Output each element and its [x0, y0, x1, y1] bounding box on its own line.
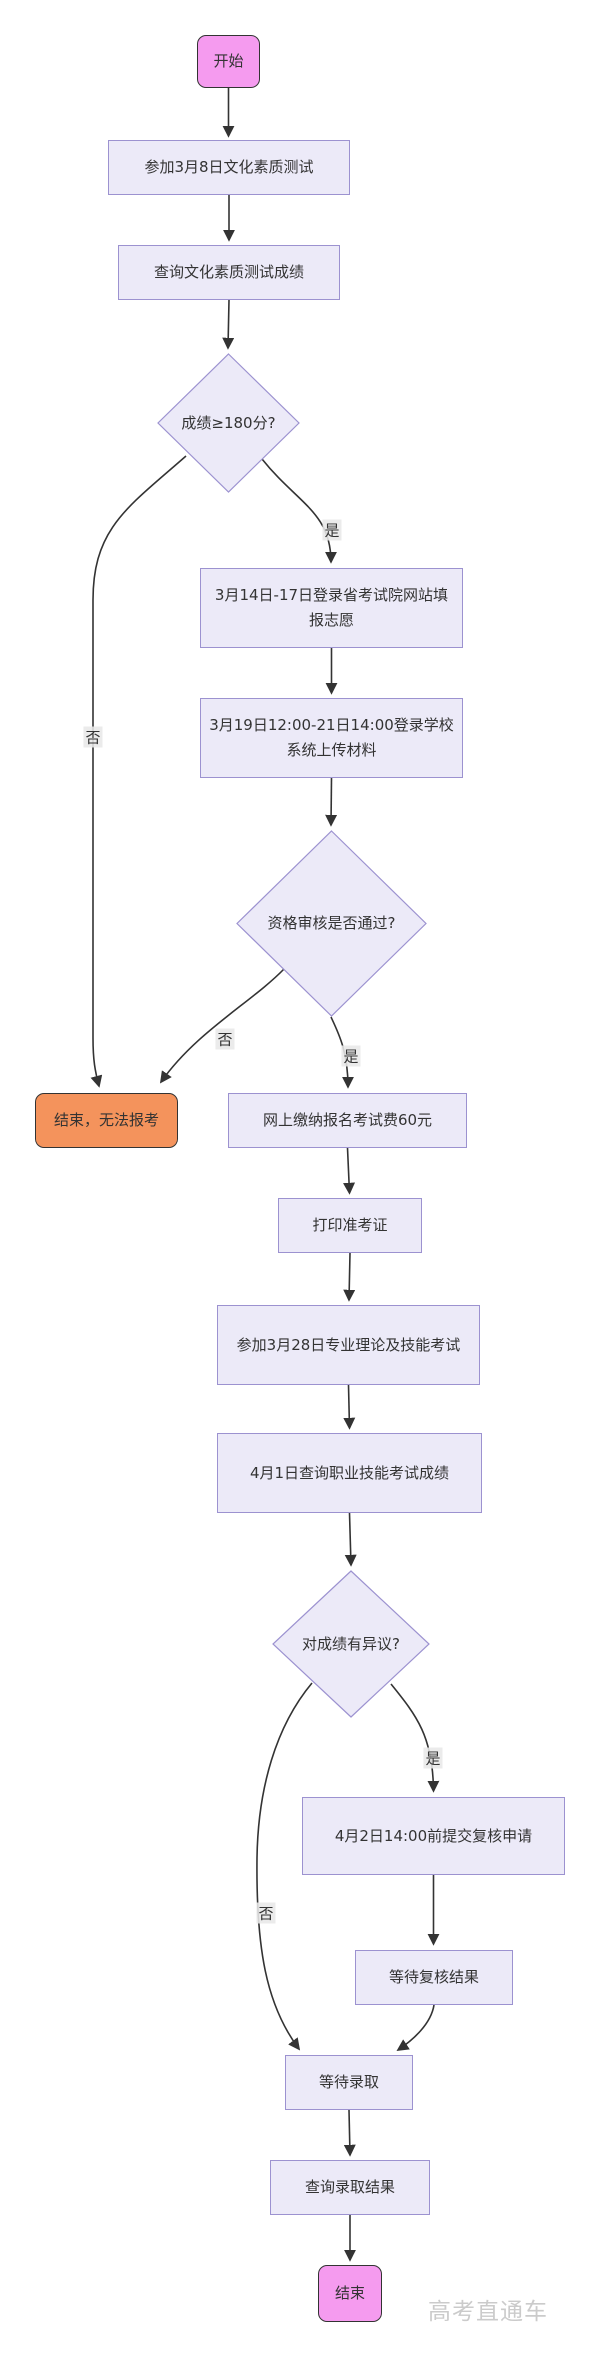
step-query-admission-label: 查询录取结果	[304, 2178, 395, 2196]
step-wait-admission-label: 等待录取	[318, 2073, 379, 2091]
step-submit-review-label: 4月2日14:00前提交复核申请	[334, 1826, 533, 1845]
diamond-shape	[272, 1570, 430, 1718]
step-skill-exam: 参加3月28日专业理论及技能考试	[217, 1305, 480, 1385]
step-query-skill-score: 4月1日查询职业技能考试成绩	[217, 1433, 482, 1513]
edge-dispute-yes	[390, 1683, 440, 1793]
step-upload-material-label: 3月19日12:00-21日14:00登录学校系统上传材料	[209, 716, 454, 759]
step-submit-review: 4月2日14:00前提交复核申请	[302, 1797, 565, 1875]
decision-audit-pass-label: 资格审核是否通过?	[267, 914, 396, 932]
edge-dispute-no	[256, 1682, 313, 2051]
edge-print-exam	[343, 1252, 356, 1302]
edge-exam-queryskill	[343, 1384, 356, 1430]
edge-label-yes-3: 是	[423, 1747, 443, 1769]
edge-score-no	[90, 455, 187, 1088]
decision-audit-pass: 资格审核是否通过?	[236, 830, 427, 1017]
edge-audit-yes	[330, 1016, 354, 1089]
step-query-skill-score-label: 4月1日查询职业技能考试成绩	[249, 1463, 450, 1482]
step-skill-exam-label: 参加3月28日专业理论及技能考试	[236, 1335, 461, 1354]
edge-pay-print	[343, 1147, 356, 1195]
fail-end-label: 结束，无法报考	[53, 1111, 159, 1129]
edge-score-yes	[261, 458, 337, 564]
edge-label-yes-1: 是	[322, 519, 342, 541]
diamond-shape	[157, 353, 300, 493]
step-query-culture-score: 查询文化素质测试成绩	[118, 245, 340, 300]
step-print-ticket-label: 打印准考证	[312, 1216, 388, 1234]
edge-admission-queryresult	[343, 2109, 356, 2157]
edge-label-no-1: 否	[83, 726, 103, 748]
edge-label-no-2: 否	[215, 1028, 235, 1050]
step-fill-volunteer-label: 3月14日-17日登录省考试院网站填报志愿	[214, 586, 449, 629]
decision-score-threshold-label: 成绩≥180分?	[181, 413, 276, 432]
start-node: 开始	[197, 35, 260, 88]
step-query-culture-score-label: 查询文化素质测试成绩	[153, 263, 304, 281]
step-query-admission: 查询录取结果	[270, 2160, 430, 2215]
decision-score-dispute-label: 对成绩有异议?	[302, 1634, 400, 1653]
decision-score-dispute: 对成绩有异议?	[272, 1570, 430, 1718]
step-wait-review: 等待复核结果	[355, 1950, 513, 2005]
step-culture-test-label: 参加3月8日文化素质测试	[144, 158, 314, 176]
decision-score-threshold: 成绩≥180分?	[157, 353, 300, 493]
edge-waitreview-admission	[396, 2004, 435, 2051]
fail-end-node: 结束，无法报考	[35, 1093, 178, 1148]
diamond-shape	[236, 830, 427, 1017]
edge-label-yes-2: 是	[341, 1045, 361, 1067]
step-pay-fee-label: 网上缴纳报名考试费60元	[262, 1111, 433, 1129]
step-upload-material: 3月19日12:00-21日14:00登录学校系统上传材料	[200, 698, 463, 778]
end-node: 结束	[318, 2265, 382, 2322]
edge-queryskill-dispute	[344, 1512, 357, 1567]
start-label: 开始	[213, 52, 244, 70]
step-wait-admission: 等待录取	[285, 2055, 413, 2110]
step-print-ticket: 打印准考证	[278, 1198, 422, 1253]
step-fill-volunteer: 3月14日-17日登录省考试院网站填报志愿	[200, 568, 463, 648]
watermark-text: 高考直通车	[428, 2299, 548, 2325]
edge-query-scorecheck	[222, 299, 235, 350]
edge-upload-audit	[325, 777, 338, 827]
edge-audit-no	[159, 968, 285, 1084]
edge-label-no-3: 否	[256, 1902, 276, 1924]
step-wait-review-label: 等待复核结果	[388, 1968, 479, 1986]
step-culture-test: 参加3月8日文化素质测试	[108, 140, 350, 195]
end-label: 结束	[334, 2284, 365, 2302]
step-pay-fee: 网上缴纳报名考试费60元	[228, 1093, 467, 1148]
